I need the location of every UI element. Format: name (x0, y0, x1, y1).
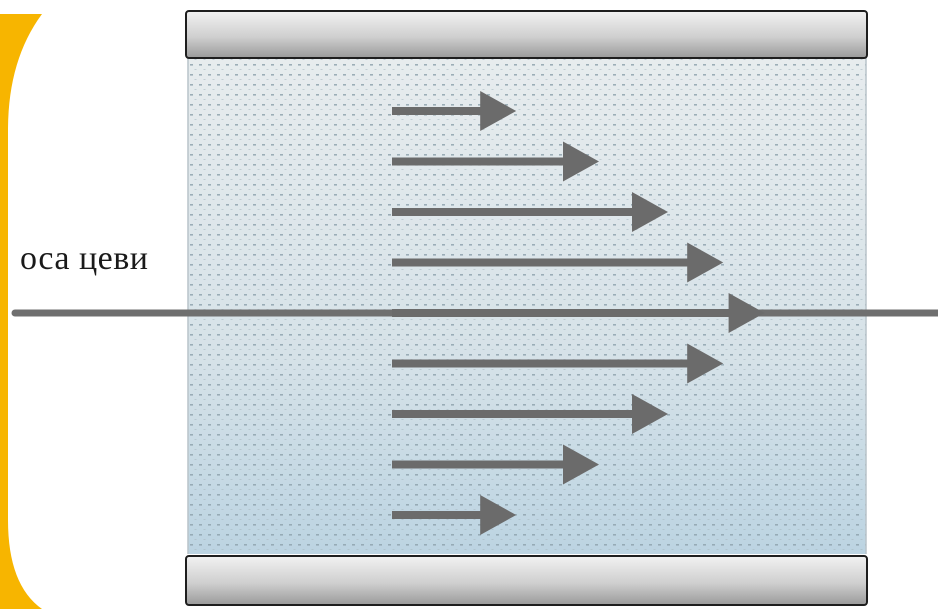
velocity-arrow (392, 141, 599, 182)
velocity-arrow (392, 242, 724, 283)
velocity-arrow (392, 444, 599, 485)
velocity-arrow (392, 91, 517, 131)
velocity-arrow (392, 394, 668, 434)
velocity-arrows (392, 91, 765, 535)
axis-label: оса цеви (20, 240, 149, 277)
fluid-texture (188, 58, 866, 554)
pipe-wall-top (185, 10, 868, 59)
velocity-arrow (392, 495, 517, 535)
velocity-arrow (392, 192, 668, 232)
pipe-wall-bottom (185, 555, 868, 606)
accent-frame (0, 14, 42, 609)
velocity-arrow (392, 343, 724, 384)
velocity-arrow (392, 293, 765, 333)
